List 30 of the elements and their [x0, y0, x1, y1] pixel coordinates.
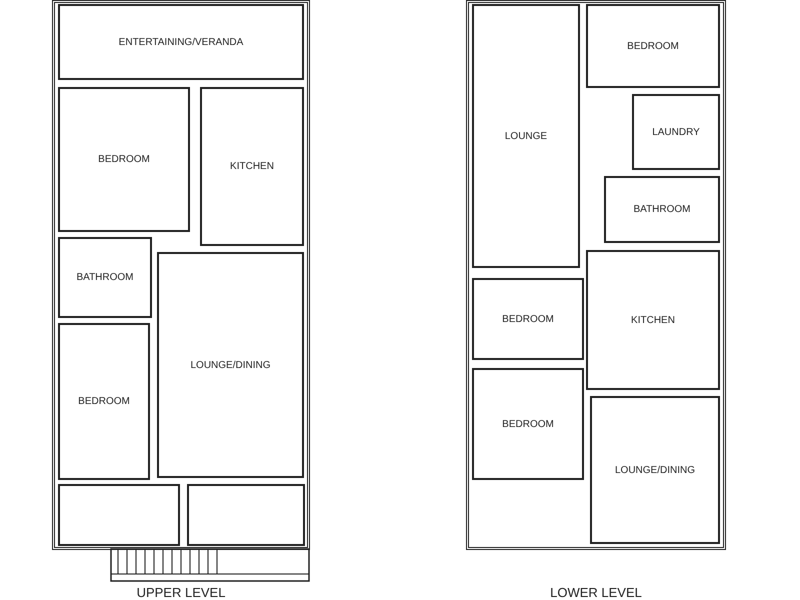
level-title: UPPER LEVEL: [136, 585, 226, 600]
room-label: BATHROOM: [633, 204, 691, 215]
room: [58, 87, 190, 232]
room: [472, 368, 584, 480]
room: [157, 252, 304, 478]
room: [632, 94, 720, 170]
room: [58, 323, 150, 480]
room-label: BEDROOM: [502, 314, 554, 324]
room: [58, 237, 152, 318]
room: [590, 396, 720, 544]
room-label: LAUNDRY: [652, 126, 700, 138]
room-label: BEDROOM: [98, 154, 150, 165]
room: [472, 278, 584, 360]
room: [586, 250, 720, 390]
room-label: BEDROOM: [78, 396, 130, 407]
room-label: BEDROOM: [627, 40, 679, 52]
room: [200, 87, 304, 246]
room-label: LOUNGE: [504, 130, 548, 142]
room-label: BEDROOM: [502, 418, 554, 430]
room-label: KITCHEN: [230, 161, 274, 172]
room-label: LOUNGE/DINING: [614, 464, 695, 476]
room-label: ENTERTAINING/VERANDA: [118, 36, 244, 48]
room-label: KITCHEN: [631, 314, 675, 326]
room-label: LOUNGE/DINING: [190, 360, 270, 370]
room: [604, 176, 720, 243]
room: [472, 4, 580, 268]
room: [586, 4, 720, 88]
room-label: BATHROOM: [76, 272, 134, 283]
level-title: LOWER LEVEL: [549, 585, 643, 600]
room: [58, 4, 304, 80]
